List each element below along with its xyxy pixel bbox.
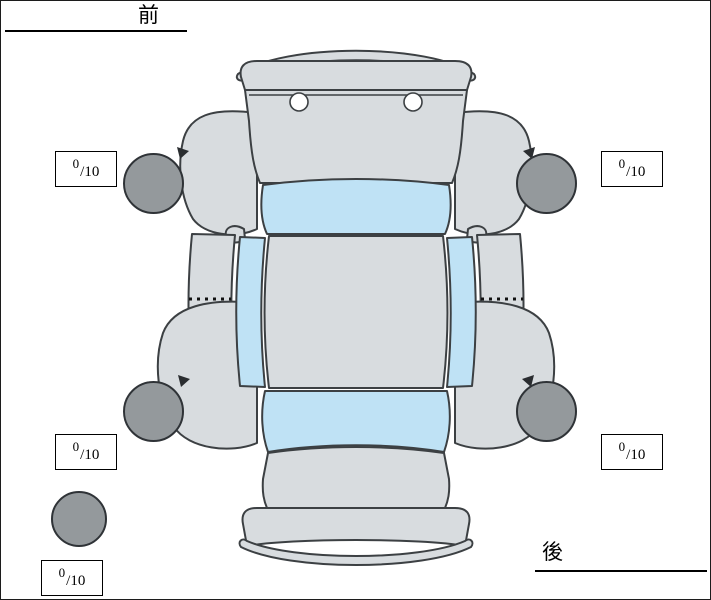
- hood-washer-right: [403, 92, 423, 112]
- tire-score-value: 0: [72, 156, 80, 171]
- tire-score-outof: /10: [626, 446, 646, 463]
- tire-rear-left: [123, 381, 184, 442]
- tire-score-value: 0: [618, 439, 626, 454]
- tire-score-outof: /10: [80, 446, 100, 463]
- roof: [263, 235, 449, 389]
- tire-score-outof: /10: [626, 163, 646, 180]
- rear-divider-line: [535, 570, 707, 572]
- rear-bumper: [241, 507, 471, 547]
- hood: [244, 89, 468, 184]
- windshield: [260, 178, 452, 235]
- tire-score-value: 0: [618, 156, 626, 171]
- front-bumper: [239, 60, 473, 91]
- tire-score-value: 0: [58, 565, 66, 580]
- front-divider-line: [5, 30, 187, 32]
- front-left-fender: [179, 110, 258, 236]
- tire-score-box-spare: 0 /10: [41, 560, 103, 596]
- rear-window: [261, 390, 451, 453]
- tire-rear-right: [516, 381, 577, 442]
- tire-score-box-rear-left: 0 /10: [55, 434, 117, 470]
- fender-mark-rear-left: [178, 375, 190, 387]
- tire-score-box-front-right: 0 /10: [601, 151, 663, 187]
- tire-score-box-rear-right: 0 /10: [601, 434, 663, 470]
- tire-front-left: [123, 153, 184, 214]
- tire-score-box-front-left: 0 /10: [55, 151, 117, 187]
- tire-front-right: [516, 153, 577, 214]
- rear-spoiler: [238, 538, 474, 566]
- fender-mark-front-left: [177, 147, 189, 159]
- rear-label: 後: [542, 541, 563, 564]
- side-window-left: [235, 236, 266, 388]
- hood-washer-left: [289, 92, 309, 112]
- tire-score-outof: /10: [80, 163, 100, 180]
- tire-score-outof: /10: [66, 572, 86, 589]
- side-window-right: [446, 236, 477, 388]
- trunk-lid: [261, 446, 451, 509]
- tire-spare: [51, 491, 107, 547]
- tire-score-value: 0: [72, 439, 80, 454]
- front-label: 前: [138, 4, 159, 27]
